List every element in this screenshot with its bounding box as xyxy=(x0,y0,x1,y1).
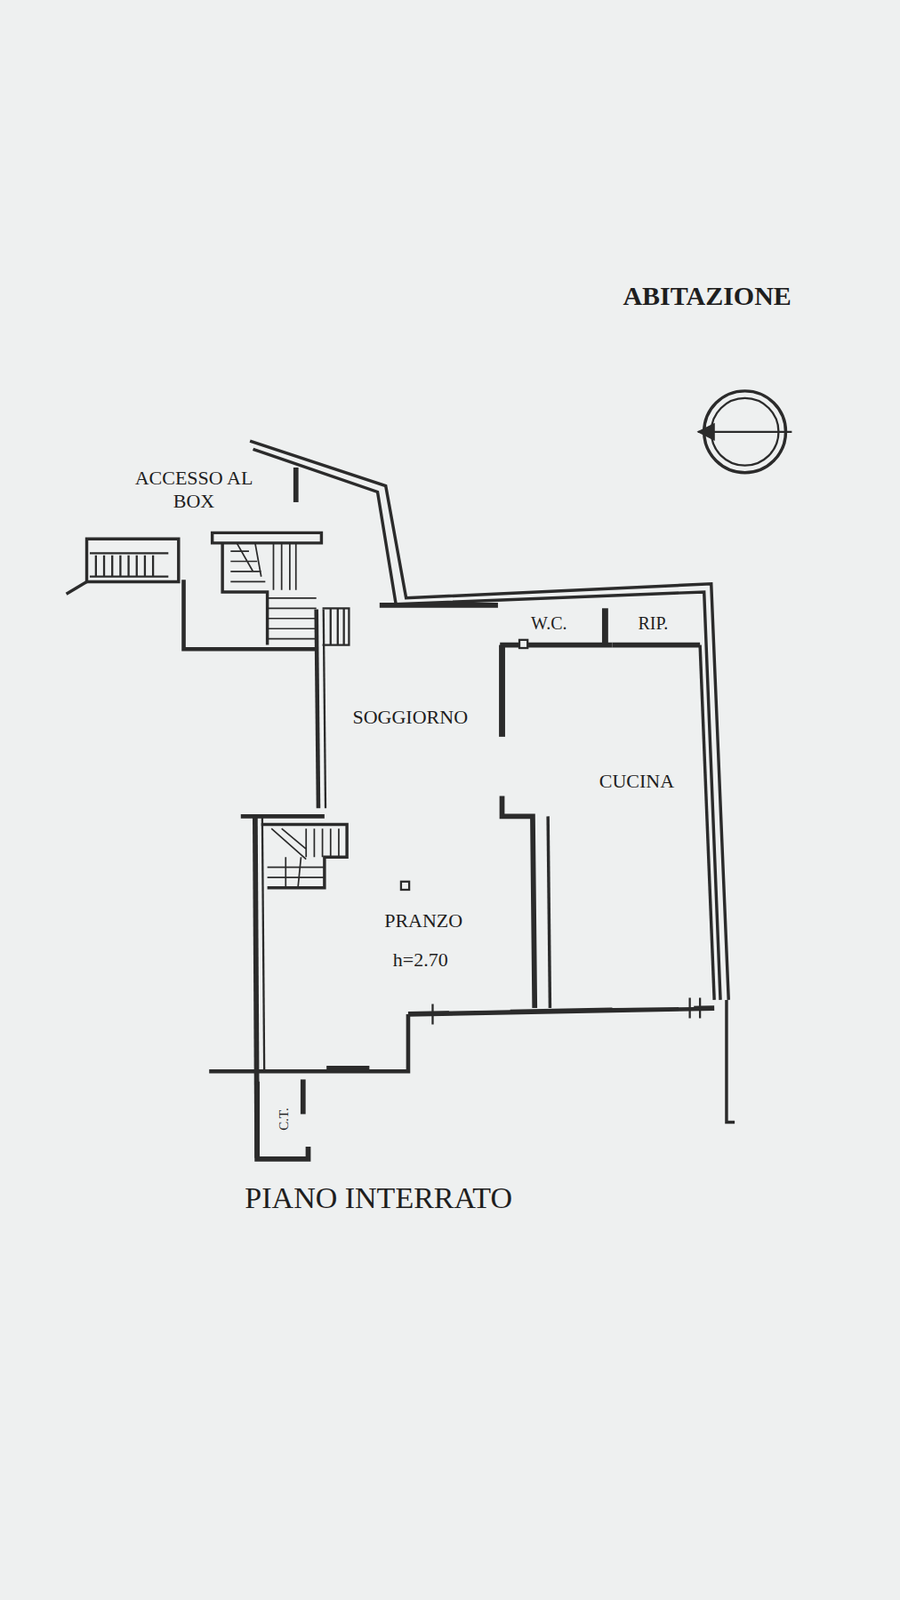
stair-treads xyxy=(322,608,350,645)
door xyxy=(326,1066,370,1074)
wall xyxy=(66,581,88,595)
outer-wall xyxy=(726,1000,735,1124)
compass-arrow xyxy=(698,424,715,441)
room-name: RIP. xyxy=(637,612,668,635)
room-name: C.T. xyxy=(275,1108,292,1132)
wall xyxy=(499,642,612,649)
stair-treads xyxy=(89,553,169,577)
sheet-title: ABITAZIONE xyxy=(622,280,792,313)
stair-treads xyxy=(230,543,316,640)
wall xyxy=(379,602,499,609)
stair-treads xyxy=(267,828,339,889)
wall xyxy=(293,467,299,503)
window xyxy=(449,1006,694,1012)
access-label: ACCESSO AL BOX xyxy=(120,466,268,514)
wall xyxy=(699,645,715,1001)
room-name: PRANZO xyxy=(384,909,463,933)
walls xyxy=(66,391,793,1160)
ceiling-height: h=2.70 xyxy=(393,948,449,972)
room-name: W.C. xyxy=(530,612,567,635)
wall xyxy=(262,816,265,1072)
fixture xyxy=(519,640,528,649)
outer-wall xyxy=(253,449,722,1001)
wall xyxy=(323,609,326,809)
wall xyxy=(498,645,506,738)
window-jamb xyxy=(432,998,700,1026)
wall xyxy=(547,816,550,1009)
wall xyxy=(212,532,322,543)
wall xyxy=(408,1008,715,1015)
stair xyxy=(261,825,347,889)
wall xyxy=(300,1079,306,1115)
wall xyxy=(208,1014,409,1072)
stair xyxy=(87,538,179,582)
wall xyxy=(502,795,536,1009)
wall xyxy=(316,609,319,809)
room-name: CUCINA xyxy=(599,770,675,794)
room-name: SOGGIORNO xyxy=(352,705,468,729)
wall xyxy=(611,642,700,649)
outer-wall xyxy=(249,441,729,1001)
wall xyxy=(602,608,609,645)
pillar xyxy=(401,882,410,891)
floor-caption: PIANO INTERRATO xyxy=(244,1181,513,1218)
